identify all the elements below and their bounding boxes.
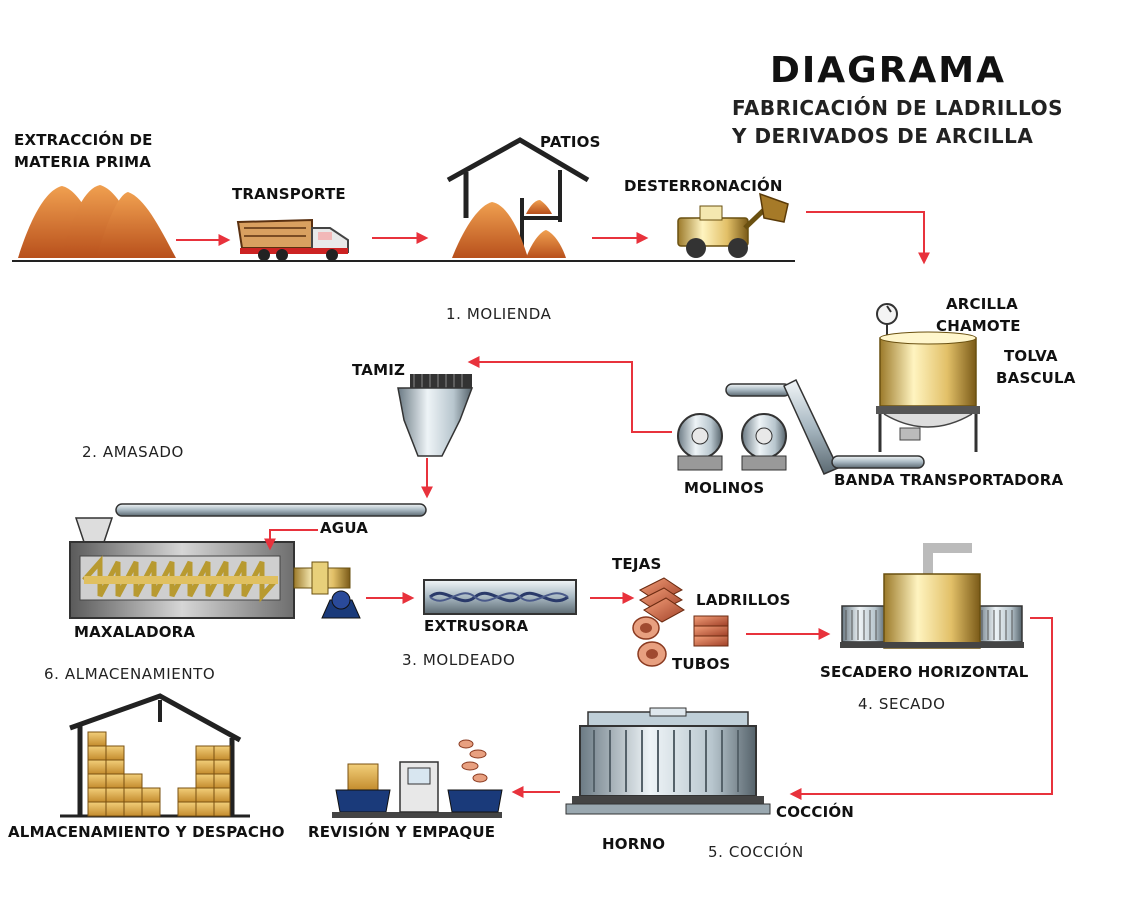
molinos-to-tamiz-arrow [467,356,672,433]
extruder-icon [423,579,577,615]
truck-icon [236,218,349,261]
label-bascula: BASCULA [996,369,1076,387]
label-secadero: SECADERO HORIZONTAL [820,663,1029,681]
roof-tiles-icon [639,577,685,623]
warehouse-icon [60,693,250,818]
label-revision: REVISIÓN Y EMPAQUE [308,823,496,841]
label-almacenamiento-despacho: ALMACENAMIENTO Y DESPACHO [8,823,285,841]
bricks-icon [693,615,729,647]
label-desterronacion: DESTERRONACIÓN [624,177,783,195]
patios-shed-icon [446,137,590,258]
label-arcilla: ARCILLA [946,295,1018,313]
step-almacenamiento: 6. ALMACENAMIENTO [44,665,216,683]
step-amasado: 2. AMASADO [82,443,184,461]
inspection-packing-icon [332,739,503,818]
kiln-icon [565,707,771,815]
step-coccion: 5. COCCIÓN [708,843,804,861]
horizontal-dryer-icon [840,543,1024,649]
loader-icon [677,192,789,258]
label-transporte: TRANSPORTE [232,185,346,203]
mixer-icon [69,517,361,619]
diagram-subtitle-line1: FABRICACIÓN DE LADRILLOS [732,96,1063,120]
label-coccion: COCCIÓN [776,803,855,821]
step-moldeado: 3. MOLDEADO [402,651,516,669]
clay-mounds-icon [18,185,176,258]
label-maxaladora: MAXALADORA [74,623,196,641]
label-chamote: CHAMOTE [936,317,1021,335]
label-extrusora: EXTRUSORA [424,617,529,635]
label-patios: PATIOS [540,133,601,151]
hopper-scale-icon [876,303,980,452]
top-row-arrows [176,211,930,265]
label-extraccion-2: MATERIA PRIMA [14,153,152,171]
diagram-title: DIAGRAMA [770,50,1006,91]
label-agua: AGUA [320,519,369,537]
label-horno: HORNO [602,835,666,853]
conveyor-belt-icon [725,378,925,475]
label-tubos: TUBOS [672,655,731,673]
label-extraccion-1: EXTRACCIÓN DE [14,131,153,149]
sieve-icon [397,374,474,457]
label-molinos: MOLINOS [684,479,765,497]
mills-icon [677,413,787,471]
step-molienda: 1. MOLIENDA [446,305,552,323]
label-tolva: TOLVA [1004,347,1058,365]
diagram-subtitle-line2: Y DERIVADOS DE ARCILLA [732,124,1034,148]
label-tamiz: TAMIZ [352,361,406,379]
label-ladrillos: LADRILLOS [696,591,791,609]
label-banda: BANDA TRANSPORTADORA [834,471,1064,489]
dryer-to-kiln-arrow [789,617,1053,800]
feed-pipe [115,503,427,517]
label-tejas: TEJAS [612,555,662,573]
step-secado: 4. SECADO [858,695,946,713]
agua-arrow [264,529,318,551]
tubes-icon [632,616,667,667]
